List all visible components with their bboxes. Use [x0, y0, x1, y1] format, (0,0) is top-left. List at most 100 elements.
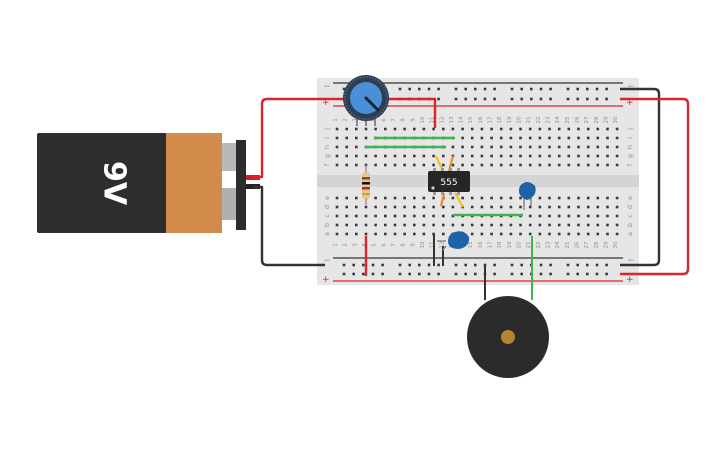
breadboard-hole[interactable]	[520, 263, 523, 267]
breadboard-hole[interactable]	[509, 154, 513, 158]
breadboard-hole[interactable]	[586, 263, 589, 267]
breadboard-hole[interactable]	[538, 205, 542, 209]
breadboard-hole[interactable]	[566, 87, 570, 91]
breadboard-hole[interactable]	[364, 154, 368, 158]
breadboard-hole[interactable]	[615, 154, 619, 158]
breadboard-hole[interactable]	[345, 127, 348, 131]
breadboard-hole[interactable]	[413, 232, 416, 236]
breadboard-hole[interactable]	[557, 196, 561, 200]
breadboard-hole[interactable]	[413, 163, 416, 167]
breadboard-hole[interactable]	[528, 154, 532, 158]
breadboard-hole[interactable]	[480, 163, 484, 167]
breadboard-hole[interactable]	[474, 263, 477, 267]
breadboard-hole[interactable]	[403, 214, 406, 218]
breadboard-hole[interactable]	[461, 127, 464, 131]
breadboard-hole[interactable]	[576, 263, 579, 267]
breadboard-hole[interactable]	[374, 196, 377, 200]
breadboard-hole[interactable]	[557, 232, 561, 236]
breadboard-hole[interactable]	[408, 87, 411, 91]
breadboard-hole[interactable]	[413, 214, 416, 218]
breadboard-hole[interactable]	[393, 205, 397, 209]
breadboard-hole[interactable]	[586, 136, 590, 140]
breadboard-hole[interactable]	[499, 163, 503, 167]
breadboard-hole[interactable]	[374, 154, 377, 158]
breadboard-hole[interactable]	[393, 214, 397, 218]
breadboard-hole[interactable]	[528, 214, 532, 218]
breadboard-hole[interactable]	[615, 127, 619, 131]
breadboard-hole[interactable]	[538, 127, 542, 131]
breadboard-hole[interactable]	[384, 154, 387, 158]
breadboard-hole[interactable]	[345, 232, 348, 236]
breadboard-hole[interactable]	[384, 232, 387, 236]
breadboard-hole[interactable]	[557, 163, 561, 167]
breadboard-hole[interactable]	[442, 154, 445, 158]
breadboard-hole[interactable]	[422, 127, 426, 131]
wire-rail-link-negative[interactable]	[620, 87, 661, 267]
capacitor-2[interactable]	[437, 231, 470, 251]
breadboard-hole[interactable]	[480, 145, 484, 149]
breadboard-hole[interactable]	[393, 232, 397, 236]
breadboard-hole[interactable]	[528, 145, 532, 149]
breadboard-hole[interactable]	[408, 263, 411, 267]
breadboard-hole[interactable]	[567, 196, 571, 200]
breadboard-hole[interactable]	[606, 127, 609, 131]
breadboard-hole[interactable]	[586, 154, 590, 158]
breadboard-hole[interactable]	[538, 214, 542, 218]
breadboard-hole[interactable]	[567, 214, 571, 218]
breadboard-hole[interactable]	[470, 145, 474, 149]
breadboard-hole[interactable]	[615, 145, 619, 149]
breadboard-hole[interactable]	[566, 272, 570, 276]
breadboard-hole[interactable]	[577, 163, 580, 167]
wire-battery-negative[interactable]	[253, 185, 325, 267]
breadboard-hole[interactable]	[355, 136, 358, 140]
breadboard-hole[interactable]	[538, 223, 542, 227]
breadboard-hole[interactable]	[586, 163, 590, 167]
breadboard-hole[interactable]	[432, 214, 435, 218]
breadboard-hole[interactable]	[461, 223, 464, 227]
breadboard-hole[interactable]	[586, 196, 590, 200]
breadboard-hole[interactable]	[418, 272, 421, 276]
breadboard-hole[interactable]	[615, 232, 619, 236]
breadboard-hole[interactable]	[539, 263, 543, 267]
breadboard-hole[interactable]	[335, 223, 339, 227]
resistor[interactable]	[362, 165, 370, 205]
breadboard-hole[interactable]	[549, 272, 552, 276]
breadboard-hole[interactable]	[442, 214, 445, 218]
breadboard-hole[interactable]	[403, 205, 406, 209]
breadboard-hole[interactable]	[586, 214, 590, 218]
breadboard-hole[interactable]	[398, 272, 402, 276]
breadboard-hole[interactable]	[483, 97, 487, 101]
breadboard-hole[interactable]	[480, 136, 484, 140]
breadboard-hole[interactable]	[510, 263, 514, 267]
breadboard-hole[interactable]	[464, 272, 467, 276]
breadboard-hole[interactable]	[374, 205, 377, 209]
breadboard-hole[interactable]	[474, 87, 477, 91]
capacitor-1[interactable]	[518, 182, 536, 210]
breadboard-hole[interactable]	[470, 163, 474, 167]
breadboard-hole[interactable]	[464, 263, 467, 267]
breadboard-hole[interactable]	[461, 145, 464, 149]
breadboard-hole[interactable]	[374, 163, 377, 167]
breadboard-hole[interactable]	[362, 263, 365, 267]
breadboard-hole[interactable]	[345, 136, 348, 140]
breadboard-hole[interactable]	[499, 196, 503, 200]
breadboard-hole[interactable]	[464, 87, 467, 91]
breadboard-hole[interactable]	[335, 205, 339, 209]
breadboard-hole[interactable]	[352, 263, 355, 267]
breadboard-hole[interactable]	[345, 214, 348, 218]
breadboard-hole[interactable]	[606, 214, 609, 218]
breadboard-hole[interactable]	[403, 223, 406, 227]
breadboard-hole[interactable]	[413, 154, 416, 158]
breadboard-hole[interactable]	[490, 136, 493, 140]
breadboard-hole[interactable]	[442, 127, 445, 131]
breadboard-hole[interactable]	[422, 196, 426, 200]
breadboard-hole[interactable]	[557, 127, 561, 131]
breadboard-hole[interactable]	[474, 272, 477, 276]
breadboard-hole[interactable]	[557, 205, 561, 209]
breadboard-hole[interactable]	[528, 163, 532, 167]
breadboard-hole[interactable]	[398, 87, 402, 91]
breadboard-hole[interactable]	[335, 163, 339, 167]
breadboard-hole[interactable]	[480, 196, 484, 200]
breadboard-hole[interactable]	[355, 154, 358, 158]
breadboard-hole[interactable]	[451, 163, 455, 167]
